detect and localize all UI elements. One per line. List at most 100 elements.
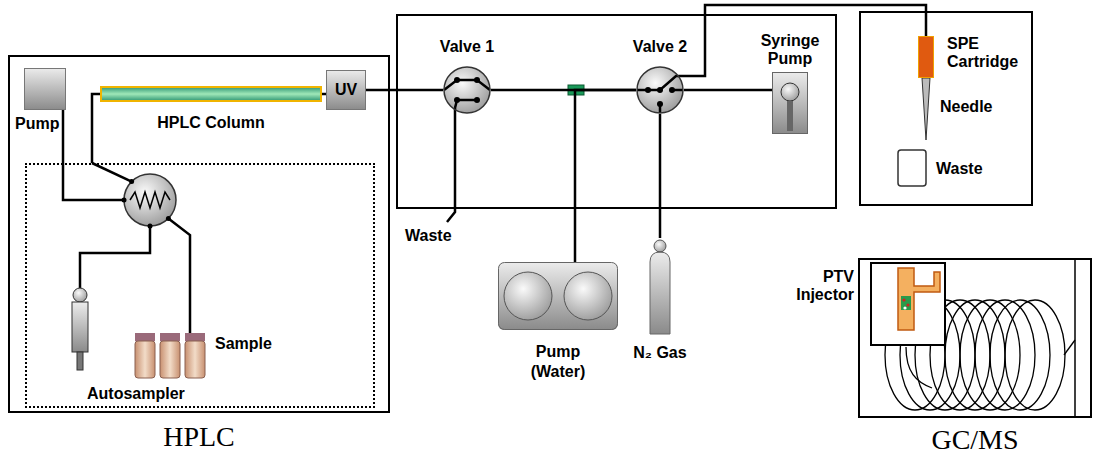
node-label: Valve 1	[430, 38, 504, 56]
valve-rim	[637, 67, 683, 113]
sample-vials	[135, 333, 205, 378]
needle	[922, 78, 930, 140]
tubing-connector	[684, 89, 772, 92]
valve-channels	[444, 80, 490, 108]
syringe-pump-outline	[772, 72, 808, 134]
port	[454, 77, 460, 83]
node-label: Autosampler	[87, 385, 185, 403]
port	[129, 179, 134, 184]
gas-cylinder: N₂ Gas	[640, 238, 680, 368]
water-pump-body	[498, 262, 618, 330]
gas-cylinder-outline	[648, 238, 672, 336]
tubing-connector	[659, 114, 662, 238]
packing-grain	[903, 306, 906, 309]
node-label: UV	[335, 81, 357, 99]
node-label: Sample	[215, 335, 272, 353]
vial	[135, 341, 155, 378]
node-label: Pump (Water)	[523, 342, 593, 382]
ms-interface	[1074, 259, 1076, 417]
syringe-barrel	[72, 302, 88, 352]
valve-outline	[636, 66, 684, 114]
coil-turn	[990, 300, 1050, 410]
syringe-pump-plunger	[787, 101, 793, 131]
channel	[444, 80, 490, 90]
pump-box: Pump	[24, 68, 66, 110]
transfer-line	[1064, 340, 1075, 355]
autosampler-box: Autosampler Sample	[25, 163, 375, 408]
port	[669, 87, 675, 93]
liner-packing	[901, 296, 911, 310]
gas-valve-knob	[654, 240, 666, 252]
port	[474, 77, 480, 83]
valve-body	[637, 67, 683, 113]
hplc-module: HPLCPumpHPLC ColumnUVAutosamplerSample	[8, 55, 390, 413]
tubing-connector	[575, 90, 636, 262]
pump-head	[504, 272, 552, 320]
syringe-head	[73, 288, 87, 302]
ptv-housing	[871, 263, 945, 345]
vial-cap	[160, 333, 180, 341]
spe-cartridge-body	[918, 36, 934, 78]
node-label: HPLC	[10, 421, 388, 453]
valve-body	[444, 67, 490, 113]
syringe-pump-head	[781, 83, 799, 101]
node-label: HPLC Column	[102, 114, 320, 132]
injection-valve	[124, 174, 176, 226]
node-label: GC/MS	[860, 424, 1090, 456]
syringe-pump-body	[772, 72, 808, 134]
packing-grain	[906, 303, 909, 306]
syringe	[72, 288, 88, 370]
node-label: SPE Cartridge	[947, 35, 1027, 71]
waste-vial	[898, 150, 926, 186]
uv-detector: UV	[326, 70, 366, 110]
needle-label: Needle	[940, 98, 992, 116]
node-label: Valve 2	[623, 38, 697, 56]
waste-label: Waste	[405, 227, 452, 245]
sample-loop	[130, 192, 170, 208]
column-body	[100, 86, 322, 102]
ptv-injector: PTV Injector	[870, 262, 946, 346]
port	[166, 216, 171, 221]
gas-cylinder-body	[650, 252, 670, 334]
pump-head	[564, 272, 612, 320]
uv-detector-body	[326, 70, 366, 110]
valve-outline	[443, 66, 491, 114]
port	[454, 97, 460, 103]
node-label: PTV Injector	[784, 268, 854, 304]
syringe-pump: Syringe Pump	[757, 32, 823, 136]
knob-rim	[654, 240, 666, 252]
pump-body	[24, 68, 66, 110]
vial	[160, 341, 180, 378]
spe-module-box	[860, 12, 1032, 205]
tubing	[80, 226, 150, 289]
water-pump: Pump (Water)	[498, 262, 618, 380]
vial	[185, 341, 205, 378]
gcms-module: GC/MSPTV Injector	[858, 258, 1092, 418]
port	[657, 101, 663, 107]
tubing-connector	[62, 110, 65, 163]
tubing	[92, 163, 132, 182]
node-label: Pump	[15, 115, 59, 133]
box-rim	[499, 263, 618, 330]
sample-vials: Sample	[133, 333, 207, 379]
valve-rim	[444, 67, 490, 113]
port	[148, 224, 153, 229]
packing-grain	[902, 298, 905, 301]
waste-line	[447, 108, 455, 222]
tubing	[63, 163, 124, 200]
ptv-liner	[898, 268, 940, 330]
node-label: N₂ Gas	[620, 344, 700, 362]
syringe-plunger	[77, 352, 83, 370]
valve: Valve 1	[430, 38, 504, 114]
spe-cartridge: SPE Cartridge	[918, 36, 934, 78]
tubing-connector	[366, 89, 443, 92]
vial-cap	[185, 333, 205, 341]
cylinder-rim	[650, 252, 670, 334]
valve-ports	[122, 179, 171, 228]
box-rim	[773, 73, 808, 134]
port	[474, 97, 480, 103]
valve-ports	[645, 87, 675, 107]
tubing-connector	[684, 5, 926, 76]
port	[657, 87, 663, 93]
vial-cap	[135, 333, 155, 341]
